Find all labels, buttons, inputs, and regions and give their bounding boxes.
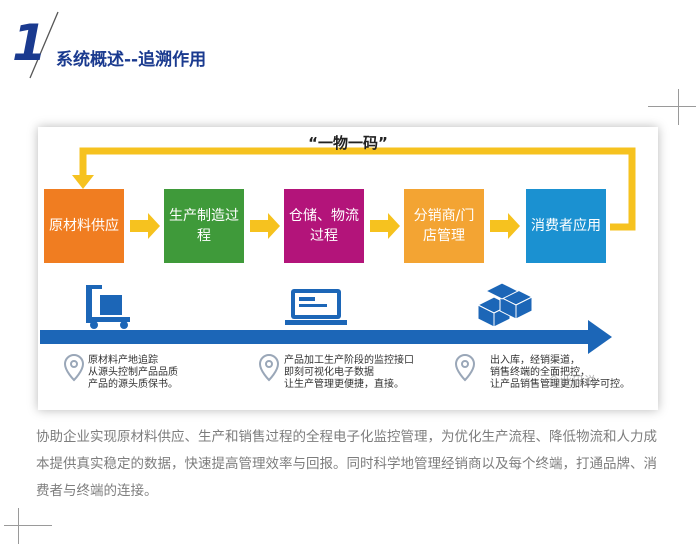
section-number: 1 xyxy=(12,14,47,72)
traceability-diagram: “一物一码” 原材料供应 生产制造过程 仓储、物流过程 分销商/门店管理 消费者… xyxy=(38,127,658,410)
step-distribution: 分销商/门店管理 xyxy=(404,189,484,263)
step-warehouse-logistics: 仓储、物流过程 xyxy=(284,189,364,263)
step-consumer: 消费者应用 xyxy=(526,189,606,263)
crosshair-decoration xyxy=(648,89,696,125)
watermark: 企业码说 xyxy=(548,374,597,388)
step-raw-material: 原材料供应 xyxy=(44,189,124,263)
note-production: 产品加工生产阶段的监控接口 即刻可视化电子数据 让生产管理更便捷，直接。 xyxy=(284,355,414,390)
diagram-caption: “一物一码” xyxy=(308,134,388,152)
timeline-bar xyxy=(40,330,590,344)
arrow-3-4 xyxy=(370,213,400,239)
boxes-icon xyxy=(476,282,534,328)
location-pin-icon xyxy=(63,354,85,382)
loop-back-arrow xyxy=(79,147,636,231)
note-sales: 出入库，经销渠道， 销售终端的全面把控， 让产品销售管理更加科学可控。 xyxy=(490,355,630,390)
location-pin-icon xyxy=(454,354,476,382)
arrow-1-2 xyxy=(130,213,160,239)
timeline-arrowhead xyxy=(588,320,612,354)
note-raw-material: 原材料产地追踪 从源头控制产品品质 产品的源头质保书。 xyxy=(88,355,178,390)
location-pin-icons xyxy=(63,354,476,382)
crosshair-decoration-bottom xyxy=(4,508,52,544)
arrow-4-5 xyxy=(490,213,520,239)
step-arrows xyxy=(130,213,520,239)
loop-back-arrowhead xyxy=(72,175,94,189)
arrow-2-3 xyxy=(250,213,280,239)
location-pin-icon xyxy=(258,354,280,382)
laptop-icon xyxy=(285,289,347,325)
description-paragraph: 协助企业实现原材料供应、生产和销售过程的全程电子化监控管理，为优化生产流程、降低… xyxy=(36,429,657,499)
section-title: 系统概述--追溯作用 xyxy=(56,50,207,70)
section-header: 1 系统概述--追溯作用 xyxy=(0,0,700,90)
diagram-graphics xyxy=(40,147,636,382)
forklift-icon xyxy=(86,285,130,329)
slash-decoration xyxy=(29,11,59,79)
step-production: 生产制造过程 xyxy=(164,189,244,263)
